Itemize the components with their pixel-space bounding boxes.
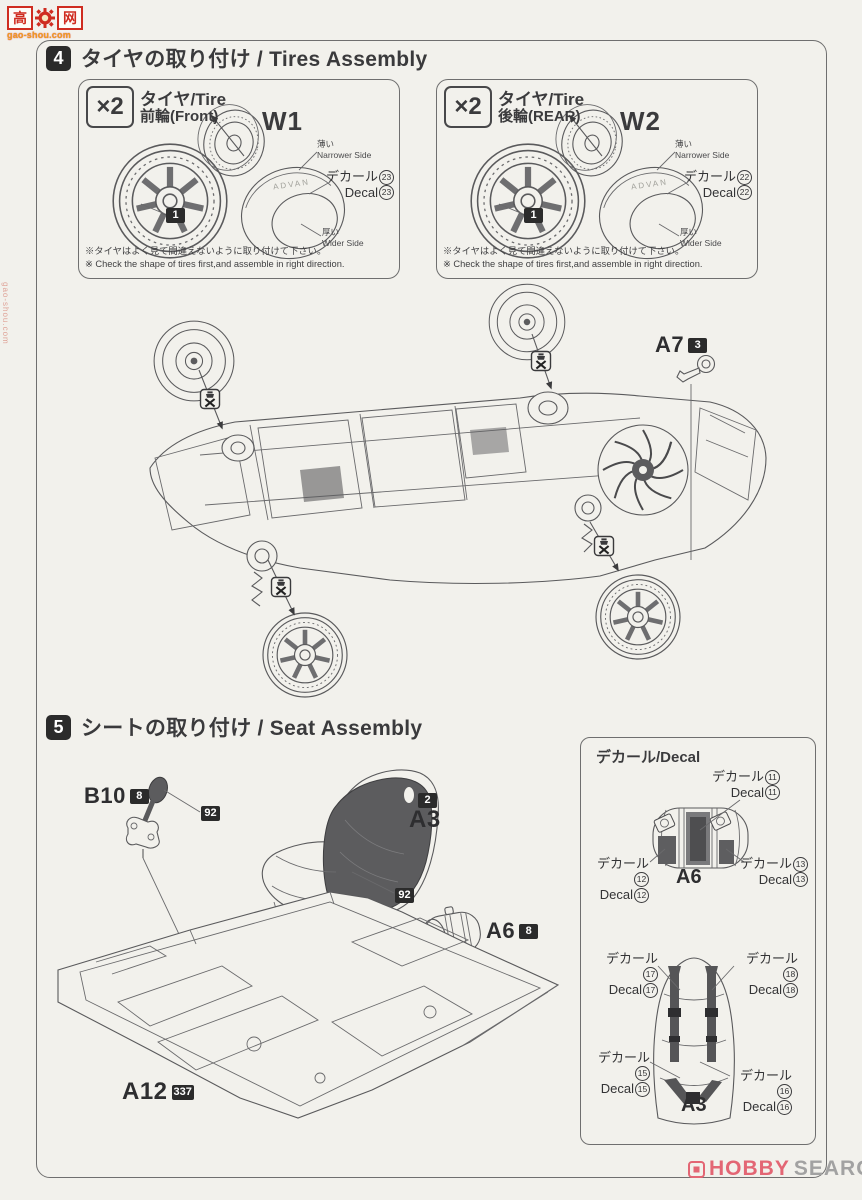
decal-extinguisher-part-label: A6	[676, 866, 702, 888]
front-qty-box: ×2	[86, 86, 134, 128]
chassis-illustration	[149, 283, 767, 697]
extinguisher-label: A6 8	[486, 918, 539, 944]
floor-illustration	[57, 891, 560, 1119]
gaoshou-char-right: 网	[57, 6, 83, 30]
step4-number-badge: 4	[46, 45, 71, 71]
decal-panel-title: デカール/Decal	[596, 749, 701, 766]
gaoshou-watermark: 高 网 gao-shou.com	[7, 6, 83, 40]
floor-badge: 337	[171, 1084, 194, 1100]
tow-hook-badge: 3	[688, 337, 708, 353]
step5-title: シートの取り付け / Seat Assembly	[81, 717, 423, 740]
floor-label: A12 337	[122, 1078, 194, 1105]
decal-seat-front	[649, 957, 735, 1125]
no-glue-icon	[270, 576, 292, 598]
gaoshou-domain: gao-shou.com	[7, 30, 71, 40]
rear-outer-wheel	[596, 575, 680, 659]
no-glue-icon	[530, 350, 552, 372]
step4-header: 4 タイヤの取り付け / Tires Assembly	[46, 43, 427, 73]
front-tire: ADVAN	[240, 166, 346, 260]
front-tire-box-art: ADVAN	[113, 104, 346, 270]
front-outer-wheel	[263, 613, 347, 697]
seat-paint-badge: 92	[395, 888, 414, 903]
gaoshou-char-left: 高	[7, 6, 33, 30]
rear-wheel-code: W2	[620, 106, 661, 136]
rear-fan	[597, 424, 689, 516]
shifter-badge: 8	[129, 788, 149, 804]
rear-note: ※タイヤはよく見て間違えないように取り付けて下さい。※ Check the sh…	[443, 246, 703, 269]
front-wheel-badge: 1	[166, 208, 185, 223]
hobbysearch-icon	[688, 1160, 705, 1178]
page-border	[36, 40, 827, 1178]
no-glue-icon	[593, 535, 615, 557]
rear-position-label: 後輪(REAR)	[498, 108, 581, 125]
step4-title: タイヤの取り付け / Tires Assembly	[81, 48, 428, 71]
side-watermark: gao-shou.com	[1, 282, 10, 345]
front-type-label: タイヤ/Tire	[140, 90, 227, 109]
step5-number-badge: 5	[46, 714, 71, 740]
extinguisher-badge: 8	[519, 923, 539, 939]
front-tire-box	[78, 79, 400, 279]
shift-lever-illustration	[125, 776, 213, 1005]
step5-header: 5 シートの取り付け / Seat Assembly	[46, 712, 422, 742]
hobbysearch-watermark: HOBBY SEARCH	[688, 1157, 862, 1181]
tow-hook-part	[676, 354, 716, 560]
front-wheel-code: W1	[262, 106, 303, 136]
hobbysearch-word2: SEARCH	[793, 1157, 862, 1180]
front-left-wheel	[153, 320, 235, 402]
no-glue-icon	[199, 388, 221, 410]
shifter-paint-badge: 92	[201, 806, 220, 821]
decal-seat-part-label: A3	[681, 1094, 707, 1116]
decal-panel	[580, 737, 816, 1145]
rear-wheel-badge: 1	[524, 208, 543, 223]
gear-icon	[35, 8, 55, 28]
rear-type-label: タイヤ/Tire	[498, 90, 585, 109]
front-note: ※タイヤはよく見て間違えないように取り付けて下さい。※ Check the sh…	[85, 246, 345, 269]
shifter-label: B10 8	[84, 783, 149, 809]
hobbysearch-word1: HOBBY	[709, 1157, 790, 1180]
rear-inner-wheel	[488, 283, 566, 361]
tow-hook-label: A7 3	[655, 332, 708, 358]
decal-extinguisher-front	[649, 799, 749, 869]
front-position-label: 前輪(Front)	[140, 108, 219, 125]
seat-illustration	[261, 769, 439, 993]
seat-badge: 2	[418, 793, 437, 808]
seat-part-code: A3	[409, 806, 441, 833]
rear-qty-box: ×2	[444, 86, 492, 128]
rear-tire-box	[436, 79, 758, 279]
